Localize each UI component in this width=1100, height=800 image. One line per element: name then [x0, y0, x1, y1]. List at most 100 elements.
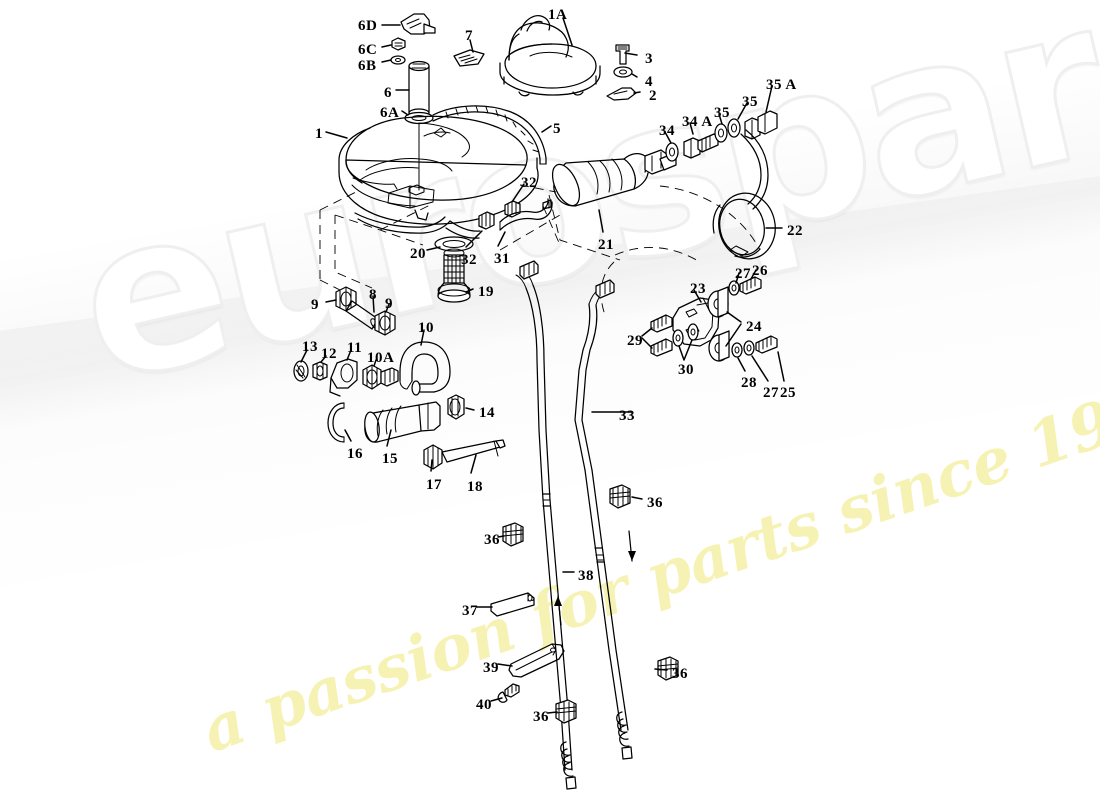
- callout-label-9: 9: [385, 296, 393, 312]
- part-21-fuel-pump: [543, 150, 676, 210]
- callout-label-27: 27: [763, 385, 779, 401]
- part-6A-seal: [405, 113, 433, 124]
- callout-label-28: 28: [741, 375, 757, 391]
- callout-label-24: 24: [746, 319, 762, 335]
- part-30-washers: [673, 324, 698, 346]
- callout-label-35A: 35 A: [766, 77, 797, 93]
- callout-label-11: 11: [347, 340, 363, 356]
- callout-label-10A: 10A: [367, 350, 395, 366]
- callout-label-36: 36: [647, 495, 663, 511]
- callout-label-22: 22: [787, 223, 803, 239]
- part-36-grommet-b: [503, 523, 523, 546]
- callout-label-2: 2: [649, 88, 657, 104]
- part-10A-clamp: [363, 365, 398, 389]
- part-6B-washer: [391, 56, 405, 64]
- callout-label-32: 32: [461, 252, 477, 268]
- part-12-nut: [313, 362, 327, 380]
- callout-label-3: 3: [645, 51, 653, 67]
- part-36-grommet-d: [556, 700, 576, 723]
- part-25-bolt: [756, 336, 777, 353]
- callout-label-6B: 6B: [358, 58, 377, 74]
- callout-label-34A: 34 A: [682, 114, 713, 130]
- part-6-sender-unit: [409, 62, 429, 118]
- part-1A-filler-cover: [500, 16, 600, 96]
- part-38-fuel-line-left: [516, 261, 576, 789]
- part-20-sealing-ring: [435, 237, 473, 251]
- callout-label-5: 5: [553, 121, 561, 137]
- part-29-screws: [651, 315, 672, 356]
- callout-label-15: 15: [382, 451, 398, 467]
- callout-label-4: 4: [645, 74, 653, 90]
- callout-label-6C: 6C: [358, 42, 378, 58]
- part-36-grommet-a: [610, 485, 630, 508]
- callout-label-25: 25: [780, 385, 796, 401]
- part-1-fuel-tank: [339, 116, 538, 233]
- callout-label-17: 17: [426, 477, 442, 493]
- part-35-washer-b: [728, 119, 740, 137]
- part-13-grommet: [294, 361, 308, 381]
- part-35A-union-nut: [745, 111, 777, 139]
- callout-label-13: 13: [302, 339, 318, 355]
- part-34-seal-ring: [666, 143, 678, 161]
- part-31-hose: [500, 199, 552, 230]
- callout-label-9: 9: [311, 297, 319, 313]
- part-24-mount-bush-upper: [708, 287, 728, 317]
- part-10-hose: [400, 342, 450, 395]
- part-27-washer-upper: [729, 281, 739, 295]
- callout-label-36: 36: [672, 666, 688, 682]
- part-2-bracket: [607, 88, 636, 100]
- part-17-clamp: [424, 445, 442, 469]
- part-9-clamp-right: [375, 311, 395, 335]
- callout-label-6: 6: [384, 85, 392, 101]
- part-14-cap: [448, 395, 464, 419]
- callout-label-10: 10: [418, 320, 434, 336]
- part-24-mount-bush-lower: [709, 331, 729, 361]
- part-18-hose: [442, 440, 505, 462]
- callout-label-36: 36: [484, 532, 500, 548]
- callout-label-29: 29: [627, 333, 643, 349]
- part-33-fuel-line-right: [575, 280, 614, 470]
- part-35-washer-a: [715, 124, 727, 142]
- part-7-gasket: [454, 50, 484, 66]
- callout-label-40: 40: [476, 697, 492, 713]
- callout-label-26: 26: [752, 263, 768, 279]
- callout-label-38: 38: [578, 568, 594, 584]
- callout-label-30: 30: [678, 362, 694, 378]
- fuel-line-right-lower: [585, 470, 632, 759]
- part-37-sleeve: [491, 593, 534, 616]
- callout-label-36: 36: [533, 709, 549, 725]
- callout-label-1A: 1A: [548, 7, 568, 23]
- part-9-clamp-left: [336, 287, 356, 311]
- callout-label-7: 7: [465, 28, 473, 44]
- callout-label-35: 35: [714, 105, 730, 121]
- part-28-washer: [732, 343, 742, 357]
- part-27-washer-lower: [744, 341, 754, 355]
- part-34A-union: [684, 134, 718, 158]
- callout-label-35: 35: [742, 94, 758, 110]
- callout-label-32: 32: [521, 175, 537, 191]
- callout-label-1: 1: [315, 126, 323, 142]
- part-36-grommet-c: [658, 657, 678, 680]
- part-32-clamp-lower: [479, 212, 494, 229]
- part-40-screw: [498, 684, 519, 702]
- callout-label-21: 21: [598, 237, 614, 253]
- callout-label-39: 39: [483, 660, 499, 676]
- part-5-vent-hose: [433, 106, 546, 164]
- part-16-retaining-clip: [328, 403, 344, 442]
- callout-label-16: 16: [347, 446, 363, 462]
- callout-label-14: 14: [479, 405, 495, 421]
- callout-label-8: 8: [369, 287, 377, 303]
- part-3-screw: [616, 45, 629, 64]
- callout-label-34: 34: [659, 123, 675, 139]
- construction-lines: [320, 185, 760, 315]
- fuel-line-to-clamp-22: [741, 130, 768, 209]
- callout-label-20: 20: [410, 246, 426, 262]
- part-26-bolt: [740, 277, 761, 294]
- callout-label-33: 33: [619, 408, 635, 424]
- callout-label-37: 37: [462, 603, 478, 619]
- callout-label-18: 18: [467, 479, 483, 495]
- callout-label-12: 12: [321, 346, 337, 362]
- part-39-clip: [509, 644, 564, 677]
